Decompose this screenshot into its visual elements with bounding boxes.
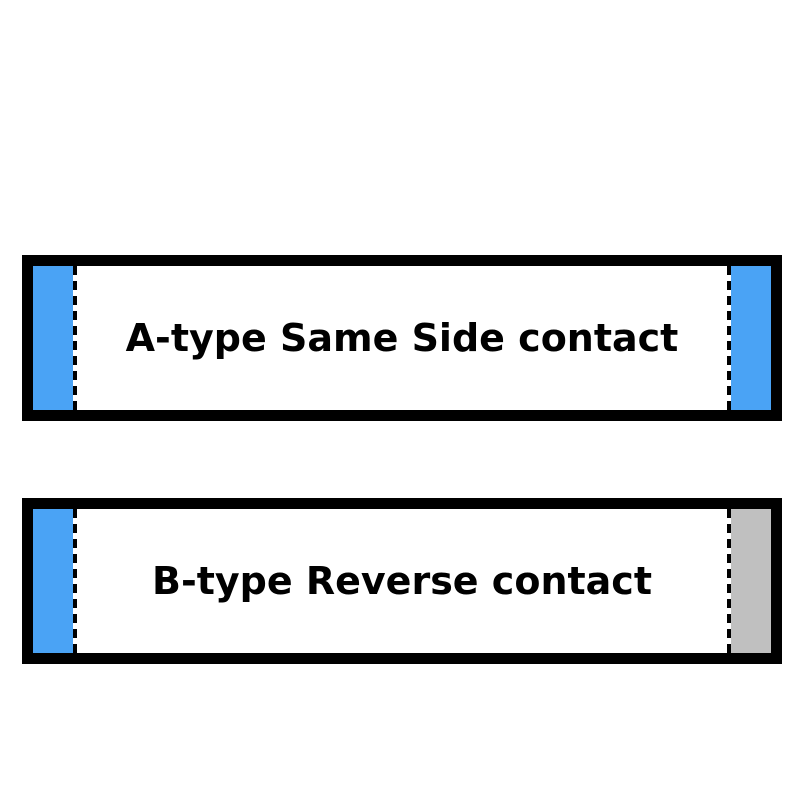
b-type-left-contact (33, 509, 73, 653)
a-type-cable: A-type Same Side contact (22, 255, 782, 421)
a-type-left-contact (33, 266, 73, 410)
b-type-right-fold-line (727, 509, 731, 653)
a-type-right-fold-line (727, 266, 731, 410)
b-type-right-contact (731, 509, 771, 653)
a-type-left-fold-line (73, 266, 77, 410)
b-type-label: B-type Reverse contact (152, 559, 652, 603)
b-type-cable: B-type Reverse contact (22, 498, 782, 664)
a-type-label: A-type Same Side contact (125, 316, 679, 360)
a-type-right-contact (731, 266, 771, 410)
b-type-left-fold-line (73, 509, 77, 653)
